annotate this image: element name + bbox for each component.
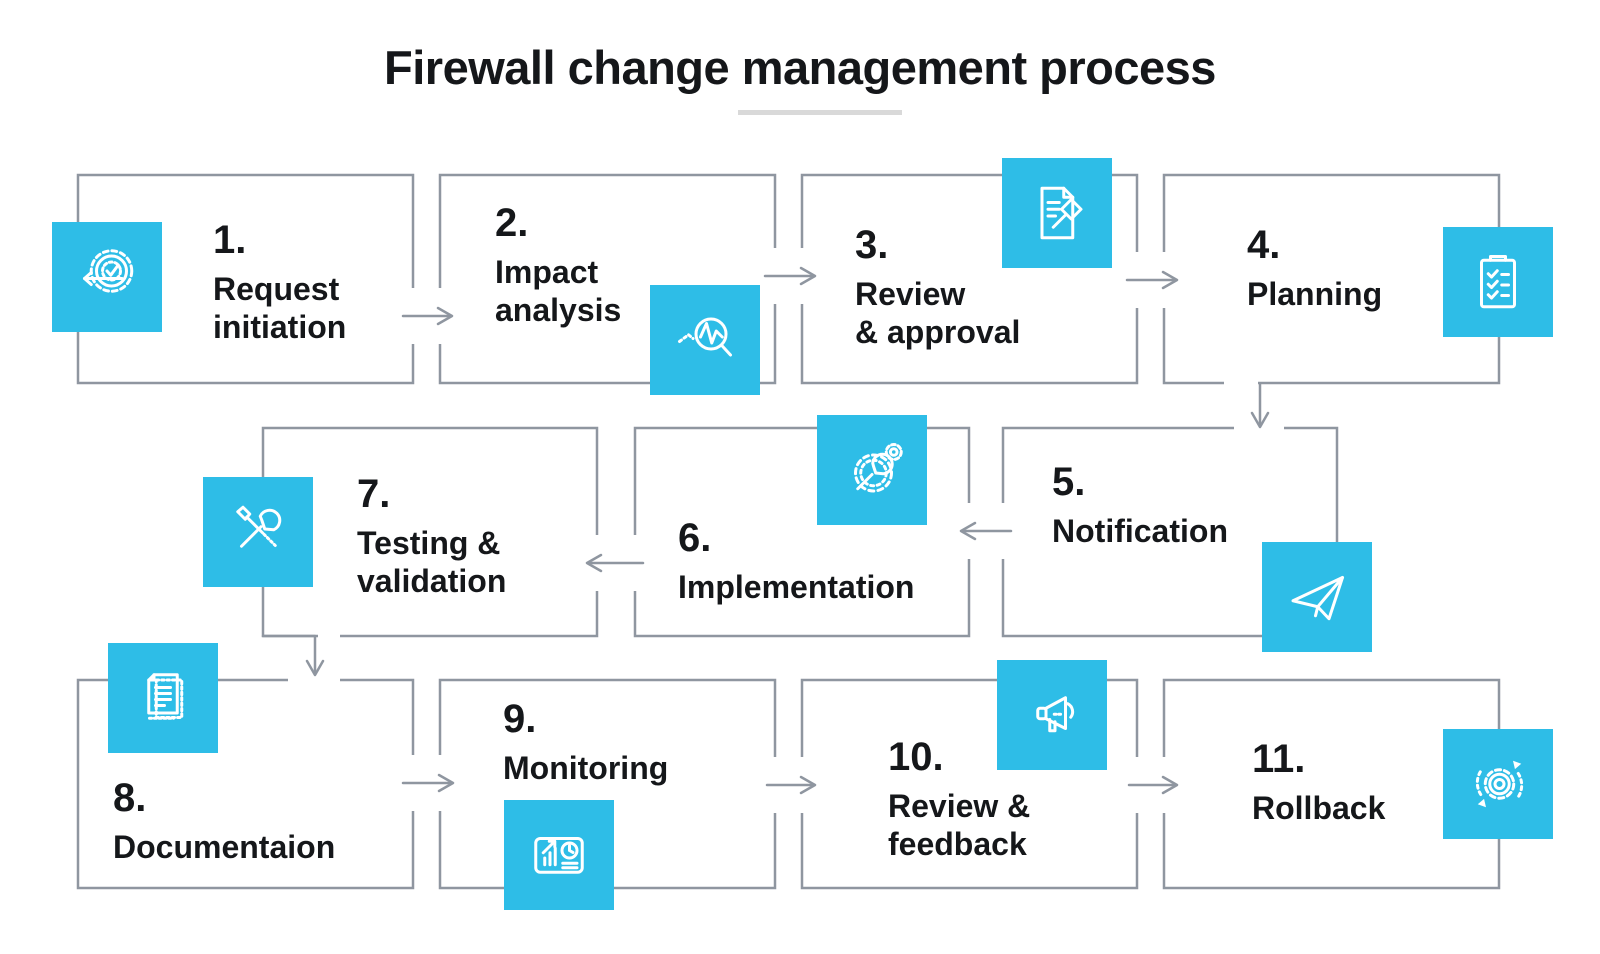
step-11: 11. Rollback bbox=[1252, 739, 1385, 827]
step-8-icon-tile bbox=[108, 643, 218, 753]
step-number: 7. bbox=[357, 472, 391, 516]
step-label: Request initiation bbox=[213, 271, 347, 345]
step-number: 10. bbox=[888, 735, 944, 779]
step-number: 4. bbox=[1247, 223, 1281, 267]
arrow-step7-to-step8 bbox=[261, 634, 325, 677]
step-number: 9. bbox=[503, 697, 537, 741]
border-gap bbox=[288, 676, 340, 684]
step-3-icon-tile bbox=[1002, 158, 1112, 268]
arrow-step10-to-step11 bbox=[1127, 775, 1179, 795]
step-1: 1. Request initiation bbox=[213, 220, 346, 346]
step-5-icon-tile bbox=[1262, 542, 1372, 652]
documents-icon bbox=[147, 673, 184, 720]
page-title: Firewall change management process bbox=[384, 41, 1216, 94]
step-label: Rollback bbox=[1252, 790, 1386, 826]
gear-rotate-icon bbox=[1475, 760, 1524, 808]
magnifier-pulse-icon bbox=[678, 317, 732, 357]
step-number: 1. bbox=[213, 218, 247, 262]
arrow-step6-to-step7 bbox=[585, 553, 645, 573]
step-6: 6. Implementation bbox=[678, 518, 914, 606]
step-8: 8. Documentaion bbox=[113, 778, 335, 866]
step-number: 8. bbox=[113, 776, 147, 820]
arrow-step3-to-step4 bbox=[1125, 270, 1179, 290]
arrow-step8-to-step9 bbox=[401, 773, 455, 793]
step-1-icon-tile bbox=[52, 222, 162, 332]
step-label: Testing & validation bbox=[357, 525, 507, 599]
step-number: 6. bbox=[678, 516, 712, 560]
step-4-icon-tile bbox=[1443, 227, 1553, 337]
dashboard-clock-icon bbox=[534, 837, 584, 874]
arrow-step5-to-step6 bbox=[959, 521, 1013, 541]
gear-check-arrow-icon bbox=[83, 249, 134, 293]
step-5: 5. Notification bbox=[1052, 462, 1228, 550]
step-label: Review & feedback bbox=[888, 788, 1031, 862]
step-10-icon-tile bbox=[997, 660, 1107, 770]
step-7: 7. Testing & validation bbox=[357, 474, 506, 600]
step-label: Notification bbox=[1052, 513, 1228, 549]
arrow-step4-to-step5 bbox=[1250, 382, 1270, 429]
step-2-icon-tile bbox=[650, 285, 760, 395]
clipboard-checklist-icon bbox=[1480, 255, 1516, 309]
step-9-icon-tile bbox=[504, 800, 614, 910]
megaphone-icon bbox=[1036, 696, 1075, 733]
step-4: 4. Planning bbox=[1247, 225, 1382, 313]
step-label: Review & approval bbox=[855, 276, 1021, 350]
step-10: 10. Review & feedback bbox=[888, 737, 1030, 863]
wrench-gear-icon bbox=[854, 443, 903, 493]
step-number: 5. bbox=[1052, 460, 1086, 504]
paper-plane-icon bbox=[1291, 576, 1344, 621]
step-number: 11. bbox=[1252, 737, 1306, 781]
arrow-step9-to-step10 bbox=[765, 775, 817, 795]
step-label: Impact analysis bbox=[495, 254, 622, 328]
step-6-icon-tile bbox=[817, 415, 927, 525]
arrow-step2-to-step3 bbox=[763, 266, 817, 286]
border-gap bbox=[1234, 424, 1284, 432]
step-9: 9. Monitoring bbox=[503, 699, 668, 787]
title-underline bbox=[738, 110, 902, 115]
step-label: Implementation bbox=[678, 569, 915, 605]
step-label: Monitoring bbox=[503, 750, 669, 786]
border-gap bbox=[318, 632, 340, 640]
step-7-icon-tile bbox=[203, 477, 313, 587]
step-label: Planning bbox=[1247, 276, 1383, 312]
step-2: 2. Impact analysis bbox=[495, 203, 621, 329]
step-number: 2. bbox=[495, 201, 529, 245]
step-label: Documentaion bbox=[113, 829, 336, 865]
step-11-icon-tile bbox=[1443, 729, 1553, 839]
border-gap bbox=[1224, 379, 1258, 387]
document-gavel-icon bbox=[1040, 186, 1083, 240]
arrow-step1-to-step2 bbox=[401, 306, 454, 326]
step-number: 3. bbox=[855, 223, 889, 267]
crossed-tools-icon bbox=[236, 505, 282, 548]
step-3: 3. Review & approval bbox=[855, 225, 1020, 351]
